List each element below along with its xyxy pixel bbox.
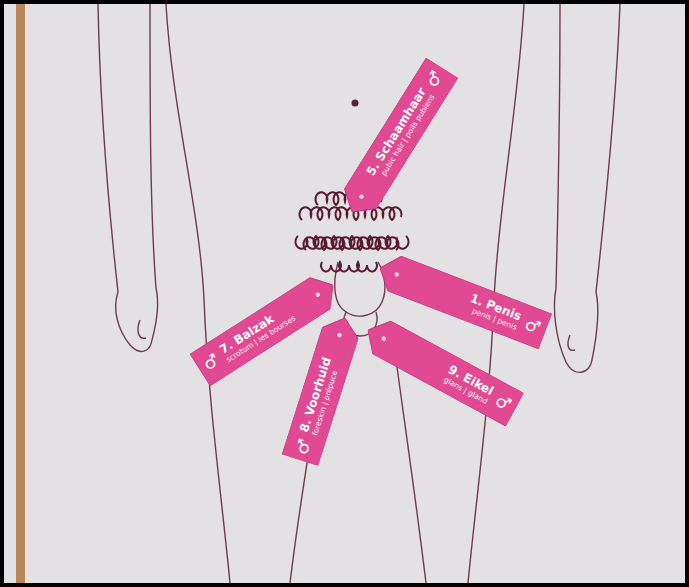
tag-outline xyxy=(336,58,458,222)
arm-line xyxy=(98,4,118,292)
fabric xyxy=(4,4,685,583)
tag-hole xyxy=(394,272,400,278)
body-outline xyxy=(98,4,620,583)
hand-outline xyxy=(138,320,146,338)
torso-leg-line xyxy=(166,4,230,583)
tag-outline xyxy=(282,312,363,466)
hand-outline xyxy=(116,288,158,351)
tag-hole xyxy=(359,194,365,200)
hand-outline xyxy=(568,335,575,350)
arm-line xyxy=(556,4,560,288)
fabric-edge xyxy=(16,4,25,583)
arm-line xyxy=(596,4,620,292)
navel-dot xyxy=(352,100,359,107)
tag-hole xyxy=(381,336,387,342)
hand-outline xyxy=(554,288,597,372)
tag-outline xyxy=(359,313,524,426)
tag-hole xyxy=(337,332,343,338)
arm-line xyxy=(150,4,156,288)
tag-hole xyxy=(315,292,321,298)
